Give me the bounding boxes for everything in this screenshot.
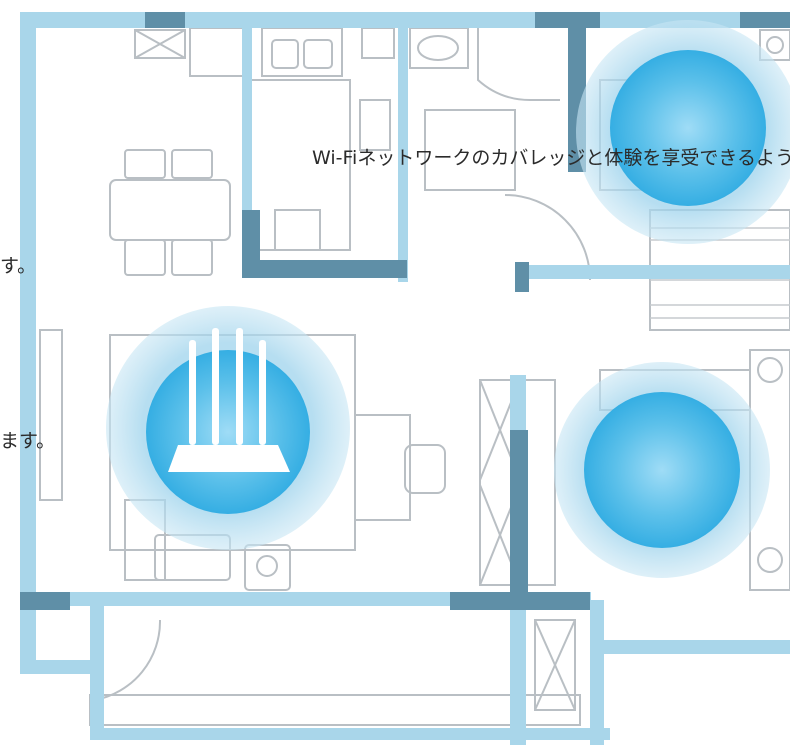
caption-line-2: す。 <box>0 255 37 277</box>
bottom-closet <box>534 619 576 711</box>
bath-cabinet <box>361 27 395 59</box>
chair <box>404 444 446 494</box>
door-swing <box>504 194 591 281</box>
appliance <box>189 27 246 77</box>
walls <box>20 12 790 745</box>
mesh-node-icon <box>610 50 766 206</box>
coverage-bubble-bottom-right <box>554 362 770 578</box>
coverage-bubble-router <box>106 306 350 550</box>
desk <box>354 414 411 521</box>
dining-table <box>109 179 231 241</box>
coverage-bubble-top-right <box>576 20 790 244</box>
entry-door <box>94 615 162 702</box>
shower-curve <box>477 28 560 101</box>
router-icon <box>168 328 290 472</box>
wall-cabinet <box>39 329 63 501</box>
mesh-node-icon <box>584 392 740 548</box>
cabinet <box>134 29 186 59</box>
balcony <box>89 694 581 726</box>
bathtub <box>424 109 516 191</box>
caption-line-1: Wi-Fiネットワークのカバレッジと体験を享受できるように <box>312 147 790 169</box>
toilet <box>359 99 391 151</box>
caption-line-3: ます。 <box>0 430 56 452</box>
kitchen-sink <box>261 27 343 77</box>
plant-pot <box>244 544 291 591</box>
